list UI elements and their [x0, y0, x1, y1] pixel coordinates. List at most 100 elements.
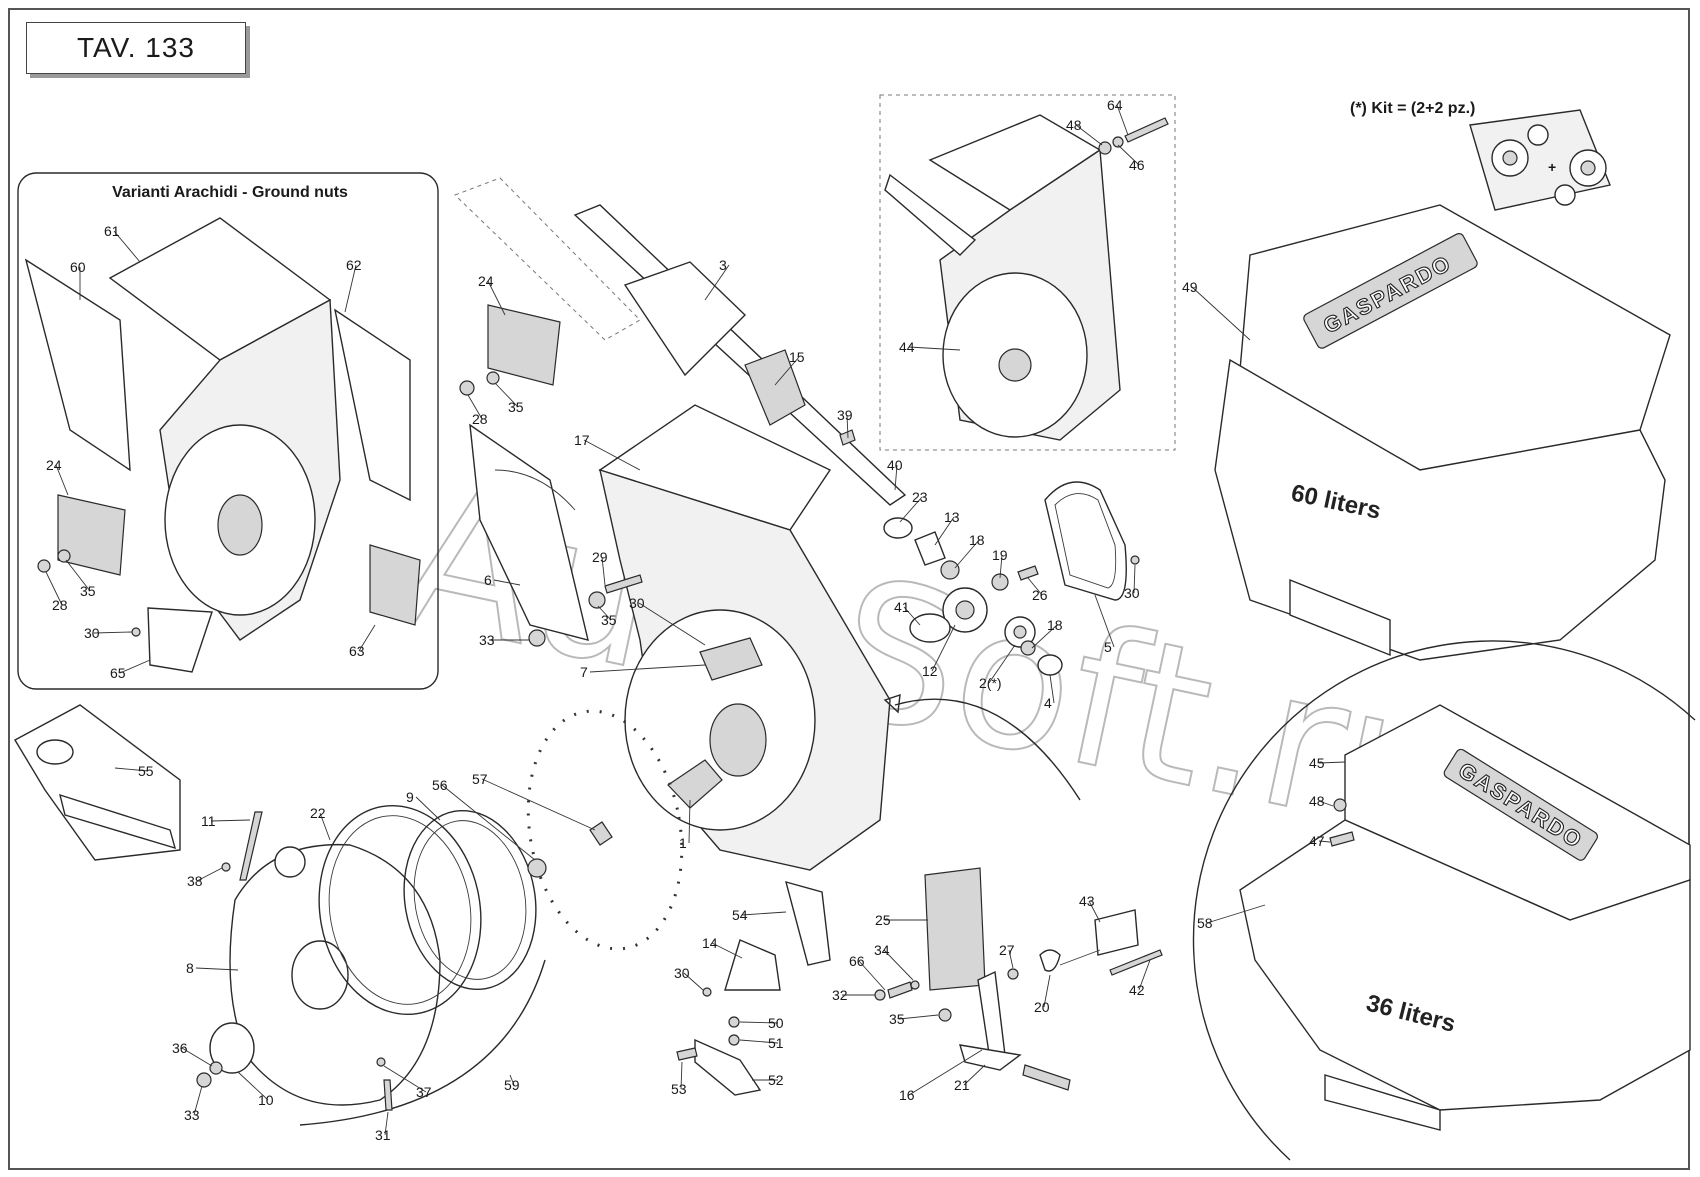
callout-c50: 50: [768, 1015, 784, 1031]
leader-c24m: [487, 280, 506, 316]
brand-plate-36: [1443, 748, 1598, 861]
leader-c50: [739, 1021, 779, 1024]
callout-c36: 36: [172, 1040, 188, 1056]
leader-c9: [415, 796, 441, 821]
variant-panel-border: [17, 172, 439, 690]
brand-plate-60: [1303, 233, 1478, 349]
part-4-bushing: [1037, 654, 1063, 676]
leader-c23: [899, 496, 923, 523]
part-51-washer: [728, 1034, 740, 1046]
callout-c48t: 48: [1066, 117, 1082, 133]
leader-c45: [1318, 761, 1346, 764]
callout-c33m: 33: [479, 632, 495, 648]
leader-c41: [903, 606, 921, 626]
leader-c66: [858, 960, 886, 991]
part-32-nut: [874, 989, 886, 1001]
leader-c35v: [65, 559, 91, 592]
callout-c8: 8: [186, 960, 194, 976]
callout-c10: 10: [258, 1092, 274, 1108]
leader-c26: [1027, 577, 1043, 596]
part-61-hub: [217, 494, 263, 556]
leader-c43: [1088, 900, 1101, 923]
part-34-washer: [910, 980, 920, 990]
callout-c33b: 33: [184, 1107, 200, 1123]
callout-c66: 66: [849, 953, 865, 969]
callout-c51: 51: [768, 1035, 784, 1051]
leader-c24v: [55, 464, 69, 496]
callout-c37: 37: [416, 1084, 432, 1100]
leader-c18b: [1031, 624, 1058, 649]
leader-c49: [1191, 286, 1251, 341]
part-50-nut: [728, 1016, 740, 1028]
part-21-clip: [959, 1044, 1022, 1071]
callout-c7: 7: [580, 664, 588, 680]
part-28-bolt: [459, 380, 475, 396]
leader-c29: [601, 556, 606, 586]
hopper-36-body: [1239, 819, 1691, 1111]
callout-c28v: 28: [52, 597, 68, 613]
leader-c40: [894, 464, 898, 491]
callout-c31: 31: [375, 1127, 391, 1143]
callout-c14: 14: [702, 935, 718, 951]
callout-c34: 34: [874, 942, 890, 958]
callout-c64: 64: [1107, 97, 1123, 113]
part-8-hub-hole: [291, 940, 349, 1010]
disc-cover-assembly: [14, 704, 684, 1126]
leader-c21: [963, 1064, 986, 1086]
part-11-pin: [239, 811, 263, 881]
kit-card: [1469, 109, 1611, 211]
leader-c37: [383, 1065, 427, 1093]
hopper-36-circle-outline: [1192, 640, 1696, 1161]
leader-c48s: [1318, 800, 1334, 807]
part-63: [369, 544, 421, 626]
page-title: TAV. 133: [26, 22, 246, 74]
hopper-60-body: [1214, 358, 1666, 661]
callout-c19: 19: [992, 547, 1008, 563]
callout-c35b: 35: [601, 612, 617, 628]
variant-panel-title: Varianti Arachidi - Ground nuts: [112, 184, 348, 201]
leader-c4: [1049, 674, 1055, 704]
callout-c17: 17: [574, 432, 590, 448]
callout-c58: 58: [1197, 915, 1213, 931]
callout-c63: 63: [349, 643, 365, 659]
leader-c56: [441, 784, 536, 861]
part-25-gasket: [924, 867, 986, 991]
part-55-bar: [59, 793, 177, 850]
leader-c47: [1318, 840, 1331, 843]
leader-c31: [384, 1111, 389, 1136]
part-35-lower-washer: [938, 1008, 952, 1022]
part-6-plate: [469, 423, 589, 641]
part-57-scraper: [589, 821, 613, 846]
callout-c35m: 35: [508, 399, 524, 415]
callout-c30b: 30: [674, 965, 690, 981]
part-14-bracket: [724, 939, 781, 991]
leader-c30v: [93, 631, 133, 634]
part-41-bushing: [909, 613, 951, 643]
callout-c62: 62: [346, 257, 362, 273]
leader-c36: [181, 1047, 213, 1067]
callout-c28m: 28: [472, 411, 488, 427]
kit-gear-small-2: [1554, 184, 1576, 206]
callout-labels: 315394017231318192641122(*)1845302428352…: [45, 97, 1346, 1143]
leader-c8: [195, 967, 239, 971]
leader-c55: [114, 767, 149, 772]
callout-c9: 9: [406, 789, 414, 805]
leader-c28v: [45, 571, 63, 606]
callout-c22: 22: [310, 805, 326, 821]
part-42-rod: [1109, 949, 1163, 976]
shaft-dashed-extension: [454, 177, 641, 341]
callout-c57: 57: [472, 771, 488, 787]
callout-c27: 27: [999, 942, 1015, 958]
part-17-hub: [709, 703, 767, 777]
part-22-ring: [318, 804, 482, 1016]
leader-c44: [908, 346, 961, 351]
part-47-screw: [1329, 831, 1355, 847]
part-59-leader-arc: [299, 959, 546, 1126]
callout-c53: 53: [671, 1081, 687, 1097]
leader-c42: [1138, 959, 1151, 991]
part-5-gasket: [1044, 481, 1127, 601]
leader-c65: [119, 659, 151, 674]
part-10-knob: [209, 1022, 255, 1074]
leader-c19: [999, 554, 1003, 579]
callout-c46: 46: [1129, 157, 1145, 173]
